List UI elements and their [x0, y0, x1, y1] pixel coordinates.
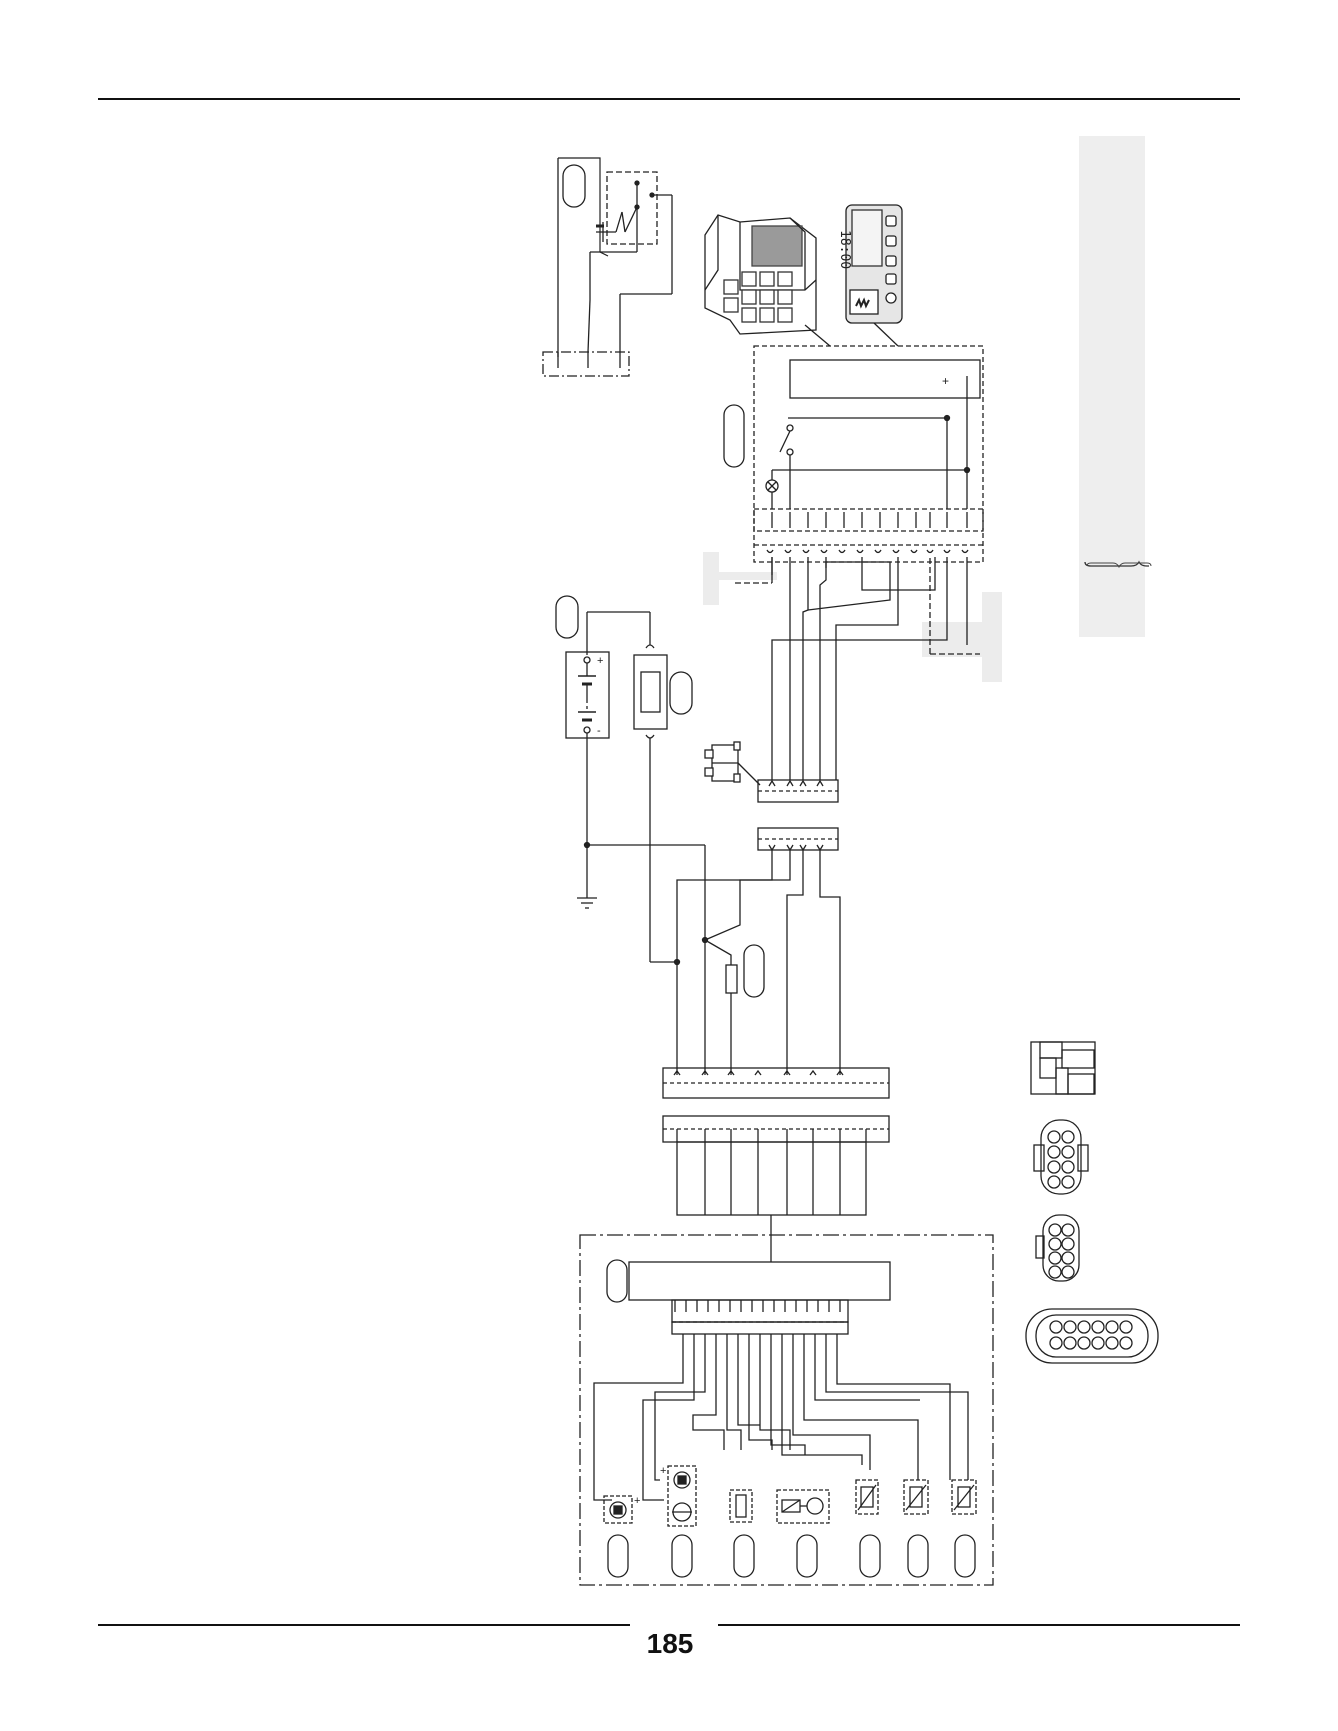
up-button — [885, 215, 897, 227]
motor-1-box — [603, 1495, 633, 1524]
resistor — [725, 964, 738, 994]
oval-6 — [907, 1534, 929, 1578]
side-panel — [1079, 136, 1152, 637]
oval-5 — [859, 1534, 881, 1578]
power-button — [885, 292, 897, 304]
control-unit-dashed-box: + — [723, 345, 984, 563]
components-row: + + — [603, 1465, 977, 1578]
svg-text:+: + — [634, 1495, 640, 1507]
main-connector-top — [662, 1067, 890, 1099]
inline-connector-bottom — [757, 827, 839, 852]
connector-icon-c — [1035, 1214, 1080, 1282]
svg-text:+: + — [597, 655, 603, 667]
pcb-strip — [753, 508, 984, 532]
heater-label-oval — [606, 1259, 628, 1303]
connector-icon-b — [1033, 1119, 1089, 1195]
lcd-readout: 18:00 — [837, 230, 852, 270]
svg-text:+: + — [660, 1465, 666, 1477]
sensor-2-box — [903, 1479, 929, 1515]
fan-motor-box — [667, 1465, 697, 1527]
down-button — [885, 235, 897, 247]
lcd-display — [851, 209, 883, 267]
switch-dashed-box — [606, 171, 658, 245]
mid-harness — [673, 845, 841, 1075]
upper-harness — [771, 557, 968, 780]
oval-2 — [671, 1534, 693, 1578]
page-number: 185 — [646, 1628, 694, 1659]
select-button — [885, 273, 897, 285]
glow-pin-box — [729, 1489, 753, 1523]
terminal-strip-3pin — [542, 351, 630, 377]
lower-harness — [593, 1334, 969, 1501]
svg-text:-: - — [597, 725, 601, 737]
sensor-3-box — [951, 1479, 977, 1515]
battery-label-oval — [555, 595, 579, 639]
control-panel — [845, 204, 903, 347]
oval-1 — [607, 1534, 629, 1578]
lower-cable-bundle — [676, 1141, 867, 1262]
oval-3 — [733, 1534, 755, 1578]
menu-button — [885, 255, 897, 267]
heater-unit-boundary — [579, 1234, 994, 1586]
ecu-block — [628, 1261, 891, 1301]
oval-4 — [796, 1534, 818, 1578]
resistor-label-oval — [743, 944, 765, 998]
grey-tab-right — [922, 558, 1002, 682]
battery-fuse-section: + - — [555, 595, 705, 963]
inline-connector-top — [757, 779, 839, 803]
sensor-1-box — [855, 1479, 879, 1515]
connector-icon-a — [1030, 1041, 1096, 1095]
connector-icon-d — [1025, 1308, 1159, 1364]
svg-text:+: + — [942, 374, 949, 388]
display-strip — [789, 359, 981, 399]
pump-box — [776, 1489, 830, 1524]
plug-icon — [704, 741, 761, 786]
fuse-label-oval — [669, 671, 693, 715]
connector-block-image — [704, 214, 831, 347]
unit-label-oval — [723, 404, 745, 468]
oval-7 — [954, 1534, 976, 1578]
main-connector-bottom — [662, 1115, 890, 1143]
fuse-box — [633, 654, 668, 730]
grey-tab-left — [703, 552, 777, 605]
label-oval — [562, 164, 586, 208]
timer-switch-unit — [542, 157, 673, 377]
